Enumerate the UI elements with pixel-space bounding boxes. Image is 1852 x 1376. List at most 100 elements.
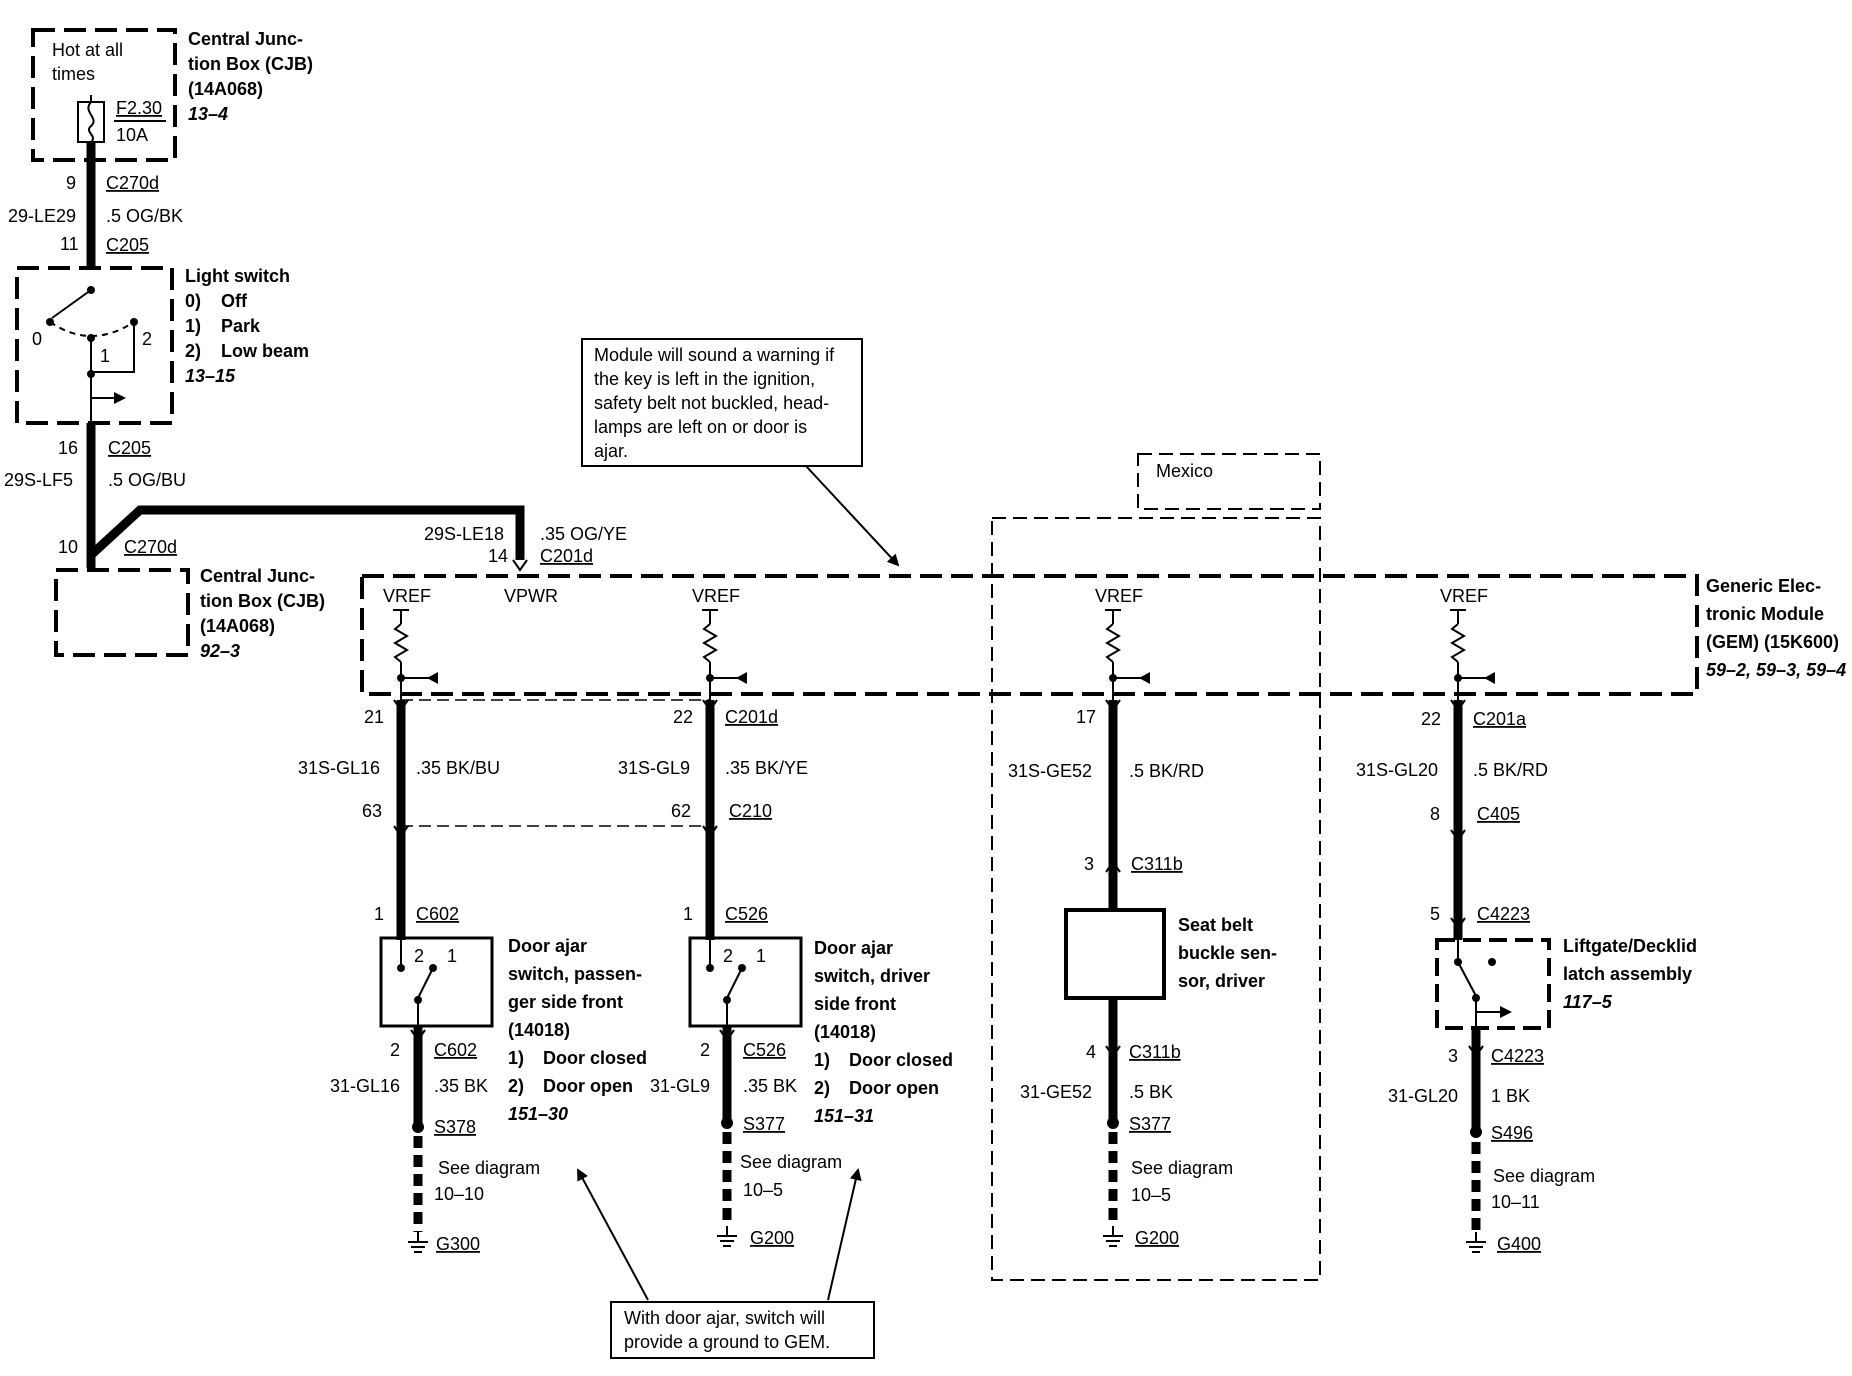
ch3-splice: S377 xyxy=(1129,1114,1171,1134)
ch1-title-line3: ger side front xyxy=(508,992,623,1012)
ch2-out-conn: C526 xyxy=(743,1040,786,1060)
ch4-spec: .5 BK/RD xyxy=(1473,760,1548,780)
light-switch-pos2: 2) xyxy=(185,341,201,361)
vref-4-label: VREF xyxy=(1440,586,1488,606)
ch2-opt2: 2) xyxy=(814,1078,830,1098)
switch-out-spec: .5 OG/BU xyxy=(108,470,186,490)
ch4-switch-icon xyxy=(1454,940,1512,1028)
vpwr-circuit: 29S-LE18 xyxy=(424,524,504,544)
warning-note-box xyxy=(581,338,863,467)
ch3-spec: .5 BK/RD xyxy=(1129,761,1204,781)
ch1-out-pin: 2 xyxy=(390,1040,400,1060)
ch1-ground-icon xyxy=(408,1232,428,1253)
ch2-ground: G200 xyxy=(750,1228,794,1248)
gem-box xyxy=(360,574,1699,696)
ch4-conn2: C405 xyxy=(1477,804,1520,824)
feed-conn-bottom: C205 xyxy=(106,235,149,255)
ch1-splice: S378 xyxy=(434,1117,476,1137)
cjb-bottom-title-line1: Central Junc- xyxy=(200,566,315,586)
gem-ref: 59–2, 59–3, 59–4 xyxy=(1706,660,1846,680)
ch2-out-circuit: 31-GL9 xyxy=(650,1076,710,1096)
channel-liftgate: 22 C201a 31S-GL20 .5 BK/RD 8 C405 5 C422… xyxy=(1356,699,1697,1254)
ch4-out-spec: 1 BK xyxy=(1491,1086,1530,1106)
ch2-splice-dot xyxy=(721,1117,733,1129)
ch4-conn3: C4223 xyxy=(1477,904,1530,924)
ch1-title-line1: Door ajar xyxy=(508,936,587,956)
ch4-out-circuit: 31-GL20 xyxy=(1388,1086,1458,1106)
ch1-pin3: 1 xyxy=(374,904,384,924)
ch2-pin: 22 xyxy=(673,707,693,727)
ch4-title-line1: Liftgate/Decklid xyxy=(1563,936,1697,956)
ch2-spec: .35 BK/YE xyxy=(725,758,808,778)
ch2-title-line1: Door ajar xyxy=(814,938,893,958)
liftgate-latch-box xyxy=(1435,938,1551,1030)
cjb-bottom-part: (14A068) xyxy=(200,616,275,636)
ch3-out-conn: C311b xyxy=(1129,1042,1181,1062)
gem-vpwr: VPWR xyxy=(504,586,558,606)
ch4-out-conn: C4223 xyxy=(1491,1046,1544,1066)
contact-0: 0 xyxy=(32,329,42,349)
contact-2: 2 xyxy=(142,329,152,349)
ch3-pin: 17 xyxy=(1076,707,1096,727)
cjb-top-box xyxy=(31,28,177,162)
ch3-conn3: C311b xyxy=(1131,854,1183,874)
ch4-out-pin: 3 xyxy=(1448,1046,1458,1066)
gem-title-line2: tronic Module xyxy=(1706,604,1824,624)
fuse-icon xyxy=(77,95,105,143)
ch1-out-conn: C602 xyxy=(434,1040,477,1060)
ch3-title-line3: sor, driver xyxy=(1178,971,1265,991)
ch3-see-line2: 10–5 xyxy=(1131,1185,1171,1205)
ch2-out-pin: 2 xyxy=(700,1040,710,1060)
ch1-opt2-label: Door open xyxy=(543,1076,633,1096)
vref-4: VREF xyxy=(1440,586,1495,700)
ch2-ground-icon xyxy=(717,1226,737,1247)
light-switch-pos1: 1) xyxy=(185,316,201,336)
ch3-title-line2: buckle sen- xyxy=(1178,943,1277,963)
vref-1-label: VREF xyxy=(383,586,431,606)
mexico-label-box xyxy=(1137,453,1321,510)
channel-passenger-door: 21 31S-GL16 .35 BK/BU 63 1 C602 2 1 Door… xyxy=(298,699,647,1254)
ch4-splice: S496 xyxy=(1491,1123,1533,1143)
feed-circuit: 29-LE29 xyxy=(8,206,76,226)
ch1-ground: G300 xyxy=(436,1234,480,1254)
ch4-pin: 22 xyxy=(1421,709,1441,729)
ground-note-line1: With door ajar, switch will xyxy=(624,1308,825,1328)
ch1-see-line1: See diagram xyxy=(438,1158,540,1178)
light-switch-pos0-label: Off xyxy=(221,291,248,311)
ch4-pin3: 5 xyxy=(1430,904,1440,924)
ch1-opt2: 2) xyxy=(508,1076,524,1096)
switch-out-circuit: 29S-LF5 xyxy=(4,470,73,490)
ch4-see-line1: See diagram xyxy=(1493,1166,1595,1186)
feed-conn-top: C270d xyxy=(106,173,159,193)
ch2-pin2: 62 xyxy=(671,801,691,821)
vref-3-label: VREF xyxy=(1095,586,1143,606)
ch1-splice-dot xyxy=(412,1121,424,1133)
mexico-box xyxy=(991,517,1321,1281)
ch2-opt1: 1) xyxy=(814,1050,830,1070)
cjb-top-title-line1: Central Junc- xyxy=(188,29,303,49)
ch2-circuit: 31S-GL9 xyxy=(618,758,690,778)
vpwr-conn: C201d xyxy=(540,546,593,566)
channel-driver-door: 22 C201d 31S-GL9 .35 BK/YE 62 C210 1 C52… xyxy=(618,699,953,1248)
warning-line1: Module will sound a warning if xyxy=(594,345,835,365)
light-switch-pos0: 0) xyxy=(185,291,201,311)
ch2-title-line2: switch, driver xyxy=(814,966,930,986)
ch4-pin2: 8 xyxy=(1430,804,1440,824)
warning-line4: lamps are left on or door is xyxy=(594,417,807,437)
ch1-sw-pin1: 1 xyxy=(447,946,457,966)
ch1-see-line2: 10–10 xyxy=(434,1184,484,1204)
vpwr-pin: 14 xyxy=(488,546,508,566)
ch4-ref: 117–5 xyxy=(1563,992,1613,1012)
ch1-opt1-label: Door closed xyxy=(543,1048,647,1068)
ch4-splice-dot xyxy=(1470,1126,1482,1138)
switch-out-wire: 16 C205 29S-LF5 .5 OG/BU 10 C270d xyxy=(4,423,186,568)
ch4-title-line2: latch assembly xyxy=(1563,964,1692,984)
ch1-sw-pin2: 2 xyxy=(414,946,424,966)
vpwr-spec: .35 OG/YE xyxy=(540,524,627,544)
cjb-bottom-title-line2: tion Box (CJB) xyxy=(200,591,325,611)
ch1-pin: 21 xyxy=(364,707,384,727)
feed-pin-top: 9 xyxy=(66,173,76,193)
ch1-conn3: C602 xyxy=(416,904,459,924)
ch2-switch-icon xyxy=(706,940,746,1026)
